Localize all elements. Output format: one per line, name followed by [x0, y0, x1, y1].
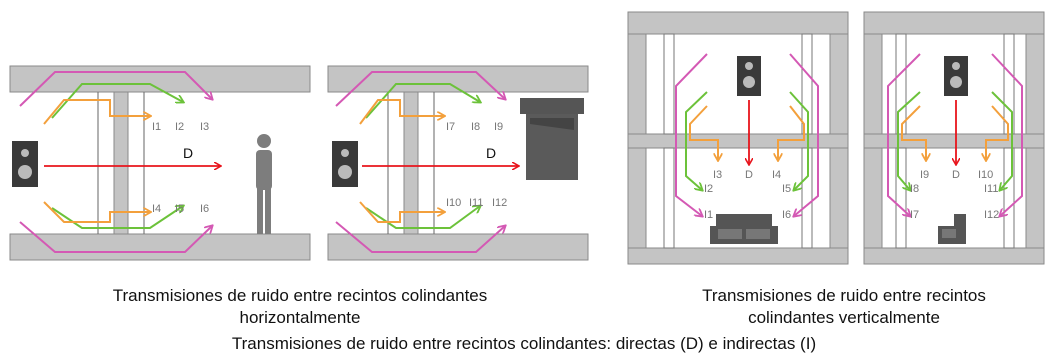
label-D: D: [745, 169, 753, 181]
label-I12: I12: [984, 209, 999, 221]
separating-wall: [403, 91, 419, 235]
caption-vertical-line1: Transmisiones de ruido entre recintos: [702, 286, 986, 305]
label-I8: I8: [910, 183, 919, 195]
label-I6: I6: [782, 209, 791, 221]
flank-path-magenta: [675, 53, 708, 216]
flank-path-magenta: [991, 53, 1023, 216]
floor-slab: [9, 233, 311, 261]
flank-path-orange: [901, 105, 926, 160]
label-D: D: [952, 169, 960, 181]
panel-vertical-1: I3 D I4 I2 I1 I5 I6: [627, 11, 849, 265]
label-I11: I11: [469, 197, 483, 209]
flank-path-green: [897, 91, 921, 190]
middle-slab: [627, 133, 849, 149]
speaker-icon: [332, 141, 358, 187]
top-slab: [863, 11, 1045, 35]
label-D: D: [183, 145, 193, 161]
separating-wall: [113, 91, 129, 235]
panel-horizontal-1: D I1 I2 I3 I4 I5 I6: [9, 65, 311, 261]
sofa-icon: [710, 214, 778, 244]
label-I9: I9: [920, 169, 929, 181]
flank-path-magenta: [789, 53, 819, 216]
flank-path-green: [365, 206, 480, 229]
label-I11: I11: [984, 183, 998, 195]
flank-path-green: [991, 91, 1013, 190]
label-I3: I3: [200, 121, 209, 133]
inner-wall: [1003, 147, 1015, 249]
flank-path-orange: [43, 201, 150, 223]
bottom-slab: [627, 247, 849, 265]
caption-main: Transmisiones de ruido entre recintos co…: [231, 334, 817, 353]
label-I10: I10: [446, 197, 461, 209]
flank-path-orange: [986, 105, 1009, 160]
speaker-icon: [737, 56, 761, 96]
flank-path-green: [789, 91, 809, 190]
label-I8: I8: [471, 121, 480, 133]
flank-path-green: [51, 206, 183, 229]
label-D: D: [486, 145, 496, 161]
flank-path-orange: [778, 105, 805, 160]
label-I12: I12: [492, 197, 507, 209]
flank-path-magenta: [19, 71, 212, 107]
top-slab: [627, 11, 849, 35]
label-I3: I3: [713, 169, 722, 181]
caption-horizontal-line1: Transmisiones de ruido entre recintos co…: [112, 286, 488, 305]
label-I1: I1: [152, 121, 161, 133]
speaker-icon: [12, 141, 38, 187]
label-I7: I7: [446, 121, 455, 133]
flank-path-green: [685, 91, 708, 190]
label-I2: I2: [175, 121, 184, 133]
label-I5: I5: [782, 183, 791, 195]
label-I4: I4: [772, 169, 781, 181]
flank-path-magenta: [19, 221, 212, 253]
flank-path-orange: [359, 99, 444, 125]
label-I1: I1: [704, 209, 713, 221]
caption-horizontal: Transmisiones de ruido entre recintos co…: [30, 285, 570, 329]
inner-wall: [895, 147, 907, 249]
caption-vertical-line2: colindantes verticalmente: [748, 308, 940, 327]
flank-path-orange: [689, 105, 718, 160]
flank-path-magenta: [887, 53, 921, 216]
label-I5: I5: [175, 203, 184, 215]
flank-path-magenta: [335, 221, 505, 253]
label-I4: I4: [152, 203, 161, 215]
floor-slab: [327, 233, 589, 261]
panel-vertical-2: I9 D I10 I8 I7 I11 I12: [863, 11, 1045, 265]
flank-path-magenta: [335, 71, 505, 107]
speaker-icon: [944, 56, 968, 96]
label-I2: I2: [704, 183, 713, 195]
panel-horizontal-2: D I7 I8 I9 I10 I11 I12: [327, 65, 589, 261]
bottom-slab: [863, 247, 1045, 265]
person-icon: [256, 134, 272, 234]
label-I9: I9: [494, 121, 503, 133]
inner-wall: [663, 33, 675, 135]
inner-wall: [663, 147, 675, 249]
ceiling-slab: [9, 65, 311, 93]
label-I6: I6: [200, 203, 209, 215]
flank-path-orange: [359, 201, 444, 223]
label-I7: I7: [910, 209, 919, 221]
machine-icon: [520, 98, 584, 180]
flank-path-orange: [43, 99, 150, 125]
middle-slab: [863, 133, 1045, 149]
label-I10: I10: [978, 169, 993, 181]
caption-horizontal-line2: horizontalmente: [239, 308, 361, 327]
caption-vertical: Transmisiones de ruido entre recintos co…: [640, 285, 1048, 329]
armchair-icon: [938, 214, 966, 244]
